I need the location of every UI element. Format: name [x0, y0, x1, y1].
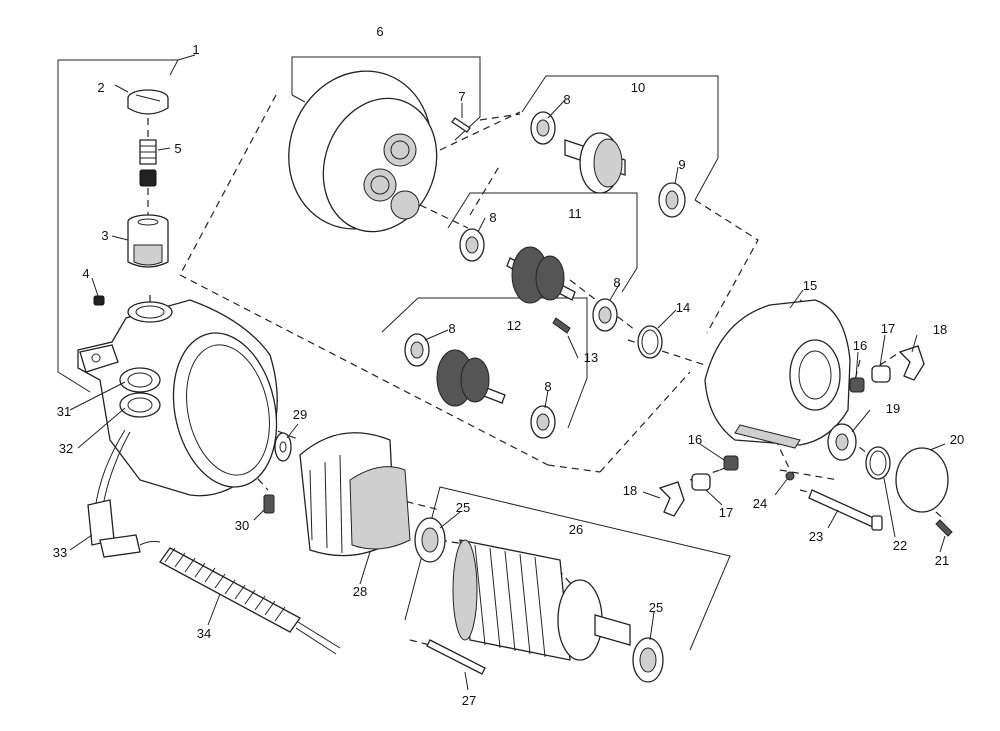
part-7-dowel-pin: [451, 117, 471, 133]
callout-16-upper: 16: [853, 338, 867, 353]
part-22-o-ring: [865, 446, 891, 480]
part-4-set-screw: [93, 295, 105, 306]
part-30-screw: [263, 494, 275, 514]
part-16-fitting-upper: [849, 377, 865, 393]
part-25-bearing-left: [414, 517, 446, 563]
part-26-armature: [452, 539, 631, 661]
part-18-elbow-upper: [898, 345, 925, 381]
motor-housing: [77, 299, 278, 497]
part-20-cover-plate: [895, 447, 949, 513]
callout-18-lower: 18: [623, 483, 637, 498]
callout-4: 4: [82, 266, 89, 281]
callout-7: 7: [458, 89, 465, 104]
part-15-gear-case: [704, 299, 851, 449]
callout-24: 24: [753, 496, 767, 511]
callout-26: 26: [569, 522, 583, 537]
part-19-flange: [827, 423, 857, 461]
part-8-bearing-low-right: [530, 405, 556, 439]
part-21-screw: [935, 519, 953, 537]
callout-8-low-left: 8: [448, 321, 455, 336]
part-12-pinion-gear: [436, 349, 506, 407]
callout-28: 28: [353, 584, 367, 599]
callout-27: 27: [462, 693, 476, 708]
callout-8-top: 8: [563, 92, 570, 107]
part-5-carbon-brush: [139, 139, 157, 187]
callout-23: 23: [809, 529, 823, 544]
part-13-key: [552, 317, 571, 334]
callout-labels: 1 2 3 4 5 6 7 8 8 8 8 8 9 10 11 12 13 14…: [53, 24, 964, 708]
callout-5: 5: [174, 141, 181, 156]
callout-16-lower: 16: [688, 432, 702, 447]
callout-19: 19: [886, 401, 900, 416]
callout-29: 29: [293, 407, 307, 422]
part-6-gear-housing: [288, 70, 438, 233]
part-16-fitting-lower: [723, 455, 739, 471]
part-14-retaining-ring: [637, 325, 663, 359]
callout-10: 10: [631, 80, 645, 95]
part-10-spindle-gear: [564, 132, 626, 194]
part-17-nipple-lower: [691, 473, 711, 491]
callout-2: 2: [97, 80, 104, 95]
callout-22: 22: [893, 538, 907, 553]
callout-34: 34: [197, 626, 211, 641]
callout-12: 12: [507, 318, 521, 333]
part-8-bearing-mid-left: [459, 228, 485, 262]
callout-18-upper: 18: [933, 322, 947, 337]
part-23-long-bolt: [808, 489, 883, 531]
callout-8-low-right: 8: [544, 379, 551, 394]
callout-13: 13: [584, 350, 598, 365]
callout-25-left: 25: [456, 500, 470, 515]
callout-15: 15: [803, 278, 817, 293]
callout-33: 33: [53, 545, 67, 560]
part-25-bearing-right: [632, 637, 664, 683]
callout-17-lower: 17: [719, 505, 733, 520]
part-3-brush-holder: [127, 214, 169, 268]
callout-14: 14: [676, 300, 690, 315]
callout-3: 3: [101, 228, 108, 243]
part-28-field-assembly: [299, 432, 411, 557]
callout-21: 21: [935, 553, 949, 568]
part-8-bearing-low-left: [404, 333, 430, 367]
callout-leaders: [69, 84, 946, 691]
part-9-bearing: [658, 182, 686, 218]
callout-9: 9: [678, 157, 685, 172]
callout-11: 11: [568, 206, 582, 221]
part-17-nipple-upper: [871, 365, 891, 383]
callout-31: 31: [57, 404, 71, 419]
callout-17-upper: 17: [881, 321, 895, 336]
part-34-strain-relief-spring: [159, 547, 341, 655]
part-2-brush-cap: [127, 89, 169, 115]
callout-8-mid-left: 8: [489, 210, 496, 225]
callout-8-mid-right: 8: [613, 275, 620, 290]
callout-30: 30: [235, 518, 249, 533]
callout-20: 20: [950, 432, 964, 447]
callout-32: 32: [59, 441, 73, 456]
callout-1: 1: [192, 42, 199, 57]
callout-6: 6: [376, 24, 383, 39]
part-27-through-bolt: [426, 639, 486, 675]
part-11-intermediate-gear: [506, 246, 576, 304]
part-33-cord-harness: [87, 429, 161, 558]
part-8-bearing-mid-right: [592, 298, 618, 332]
part-29-washer: [274, 432, 292, 462]
callout-25-right: 25: [649, 600, 663, 615]
part-8-bearing-top: [530, 111, 556, 145]
part-18-elbow-lower: [658, 481, 685, 517]
